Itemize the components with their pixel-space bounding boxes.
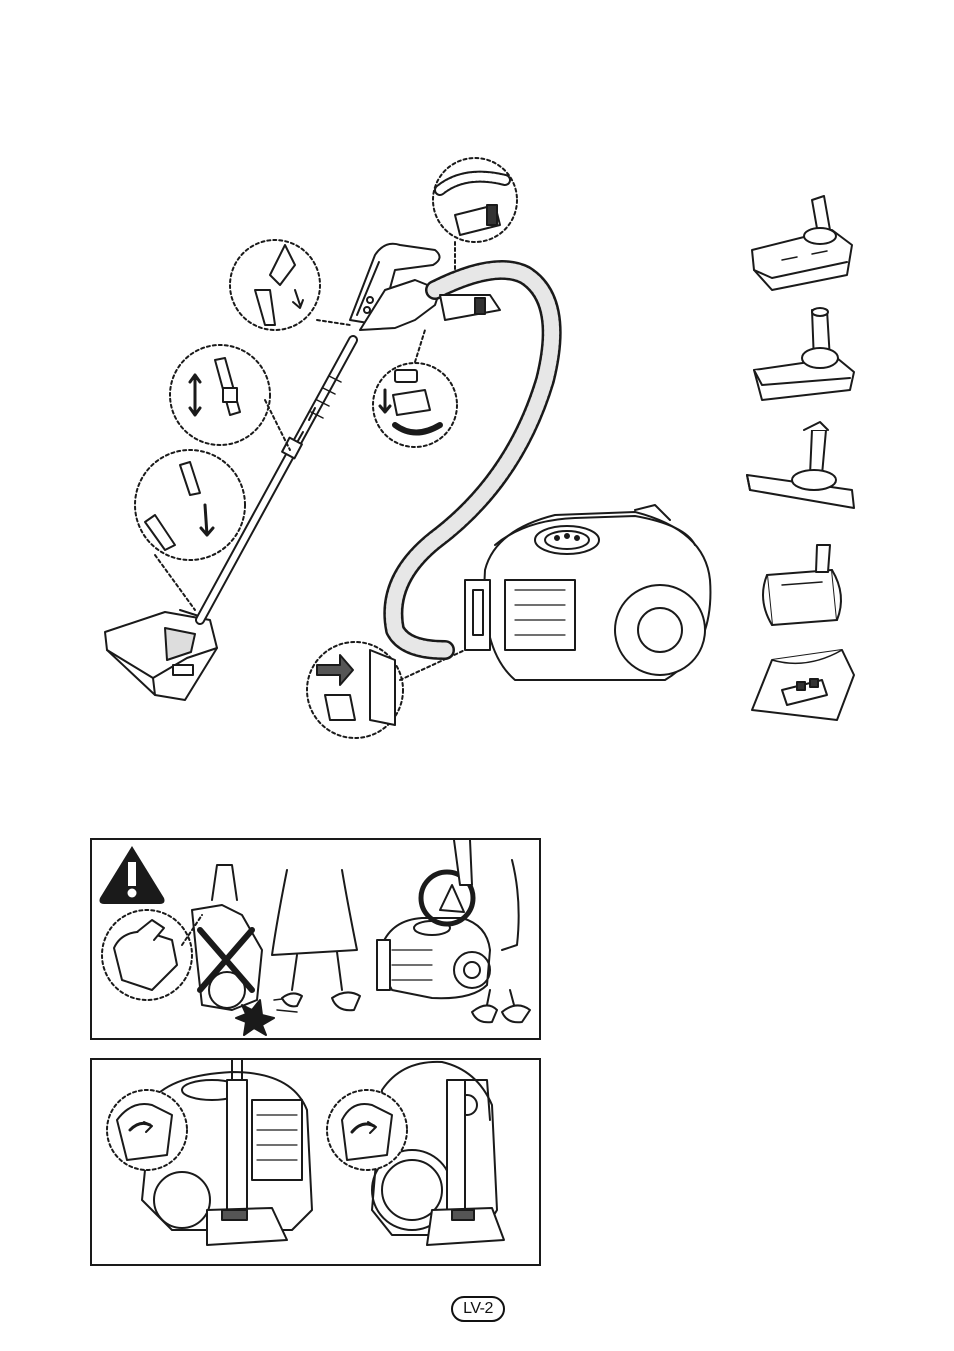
detail-handle-tube — [230, 240, 350, 330]
detail-hose-end — [433, 158, 517, 270]
accessory-floor-brush — [752, 196, 852, 290]
detail-tube-nozzle — [135, 450, 245, 610]
canister-body — [465, 505, 710, 680]
accessory-combination-brush — [754, 308, 854, 400]
accessory-mop-pad — [752, 650, 854, 720]
accessories-illustration — [742, 190, 867, 730]
vacuum-assembly-illustration — [95, 150, 735, 750]
vertical-storage-scene — [327, 1062, 504, 1245]
parking-storage-illustration — [92, 1060, 539, 1264]
page-number: LV-2 — [451, 1296, 505, 1322]
carrying-warning-illustration: * — [92, 840, 539, 1038]
accessory-turbo-brush — [763, 545, 841, 625]
detail-handle-clip — [373, 330, 457, 447]
warning-triangle-icon — [100, 846, 165, 904]
parking-storage-panel — [90, 1058, 541, 1266]
carrying-warning-panel: * — [90, 838, 541, 1040]
correct-carry-scene — [377, 840, 530, 1022]
detail-telescopic-adjust — [170, 345, 290, 450]
horizontal-parking-scene — [107, 1060, 312, 1245]
accessory-parquet-brush — [747, 422, 854, 508]
